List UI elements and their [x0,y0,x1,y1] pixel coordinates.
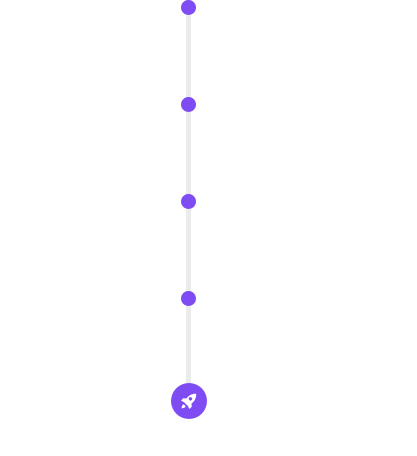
timeline-step-dot [181,0,196,15]
timeline-step-dot [181,97,196,112]
timeline-end-badge [171,383,207,419]
timeline-track [186,0,191,384]
timeline-step-dot [181,194,196,209]
timeline-step-dot [181,291,196,306]
rocket-icon [179,391,199,411]
